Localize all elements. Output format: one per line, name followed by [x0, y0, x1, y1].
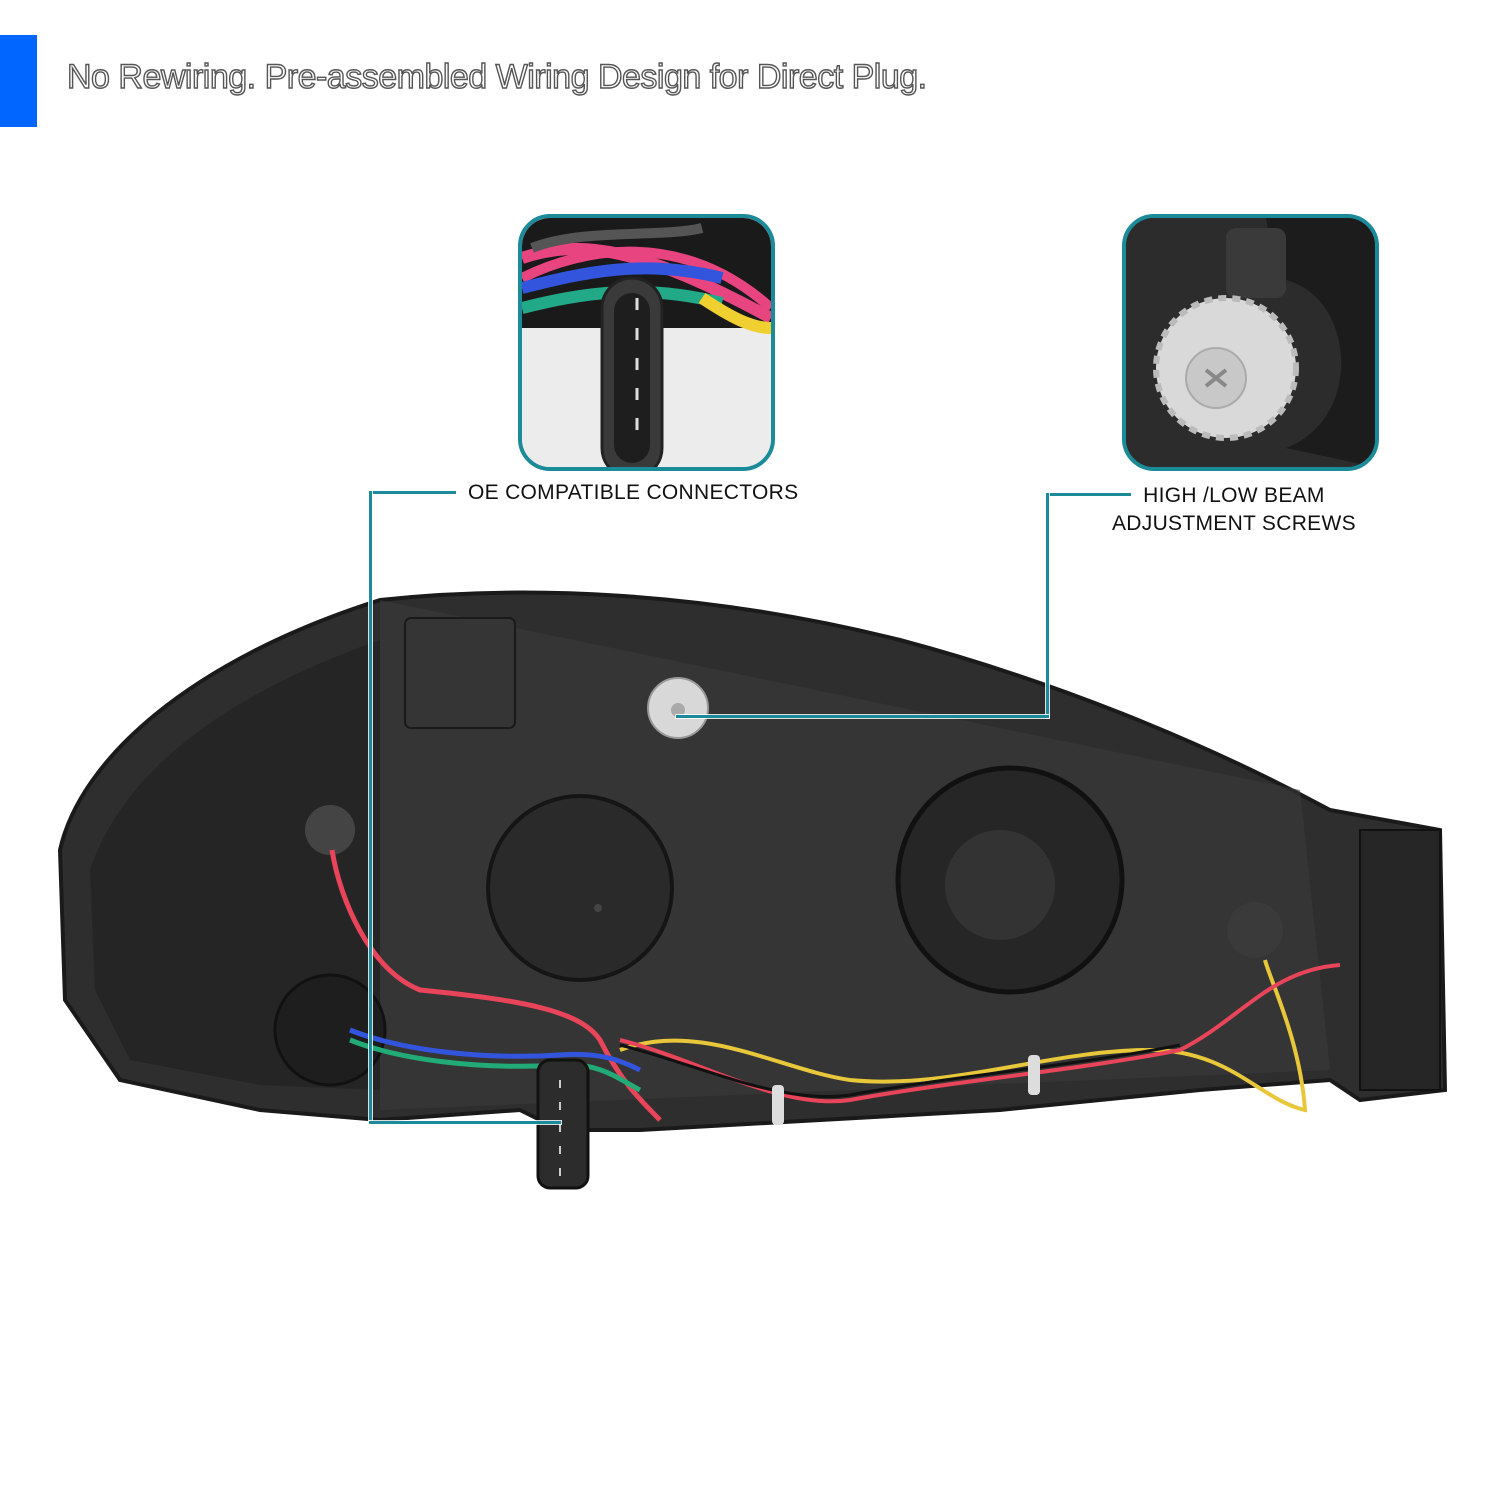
headline: No Rewiring. Pre-assembled Wiring Design…	[66, 57, 927, 96]
connector-closeup-image	[522, 218, 771, 467]
adjustment-screw-closeup-inset	[1122, 214, 1379, 471]
connector-callout-line-vertical	[369, 491, 372, 1124]
connectors-label: OE COMPATIBLE CONNECTORS	[468, 481, 799, 504]
adjustment-screws-label-line1: HIGH /LOW BEAM	[1143, 484, 1325, 507]
connector-callout-line-bottom	[369, 1121, 561, 1124]
screw-callout-line-vertical	[1046, 493, 1049, 718]
screw-callout-line-top	[1046, 493, 1131, 496]
connector-closeup-inset	[518, 214, 775, 471]
accent-bar	[0, 35, 37, 127]
connector-callout-line-top	[371, 491, 456, 494]
adjustment-screws-label: HIGH /LOW BEAM ADJUSTMENT SCREWS	[1112, 482, 1356, 538]
adjustment-screw-closeup-image	[1126, 218, 1375, 467]
screw-callout-line-bottom	[676, 715, 1049, 718]
adjustment-screws-label-line2: ADJUSTMENT SCREWS	[1112, 512, 1356, 535]
